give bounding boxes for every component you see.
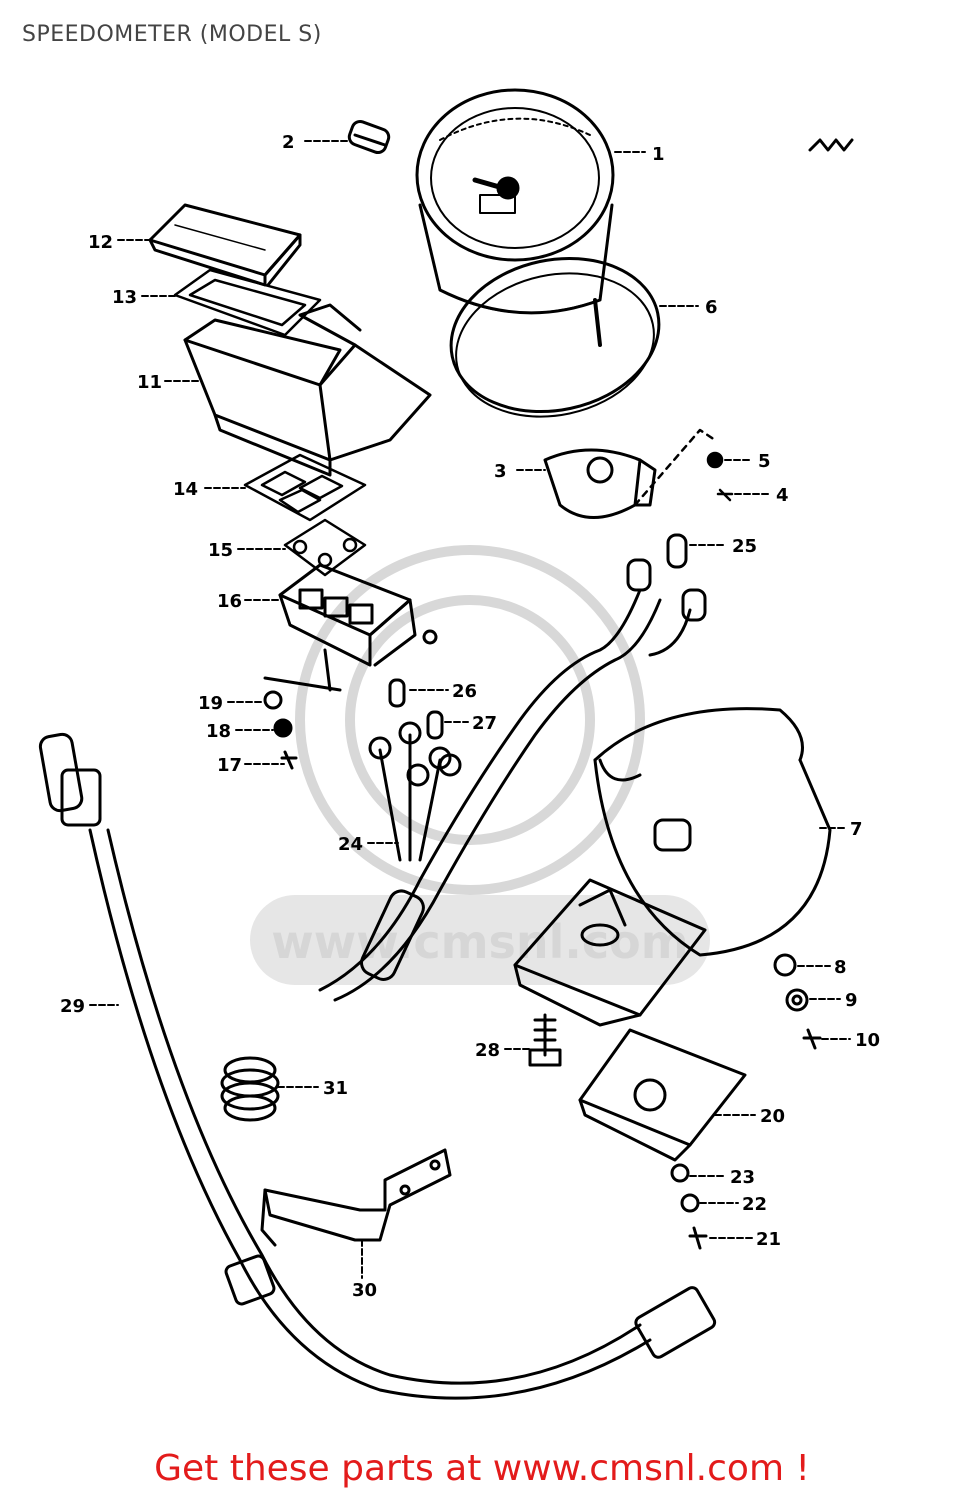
parts-4-5-bolt-washer[interactable]	[633, 428, 734, 507]
callout-25: 25	[732, 536, 757, 557]
part-12-indicator-lens[interactable]	[148, 203, 302, 287]
part-3-speedo-gear[interactable]	[543, 448, 657, 519]
spring-detail	[808, 138, 854, 152]
callout-10: 10	[855, 1030, 880, 1051]
callout-21: 21	[756, 1229, 781, 1250]
callout-19: 19	[198, 693, 223, 714]
part-6-ring[interactable]	[437, 240, 674, 434]
callout-7: 7	[850, 819, 863, 840]
part-29-speedometer-cable[interactable]	[38, 732, 717, 1400]
callout-9: 9	[845, 990, 858, 1011]
part-16-socket-holder[interactable]	[278, 563, 438, 692]
parts-26-27-bulbs[interactable]	[388, 678, 444, 740]
part-13-gasket[interactable]	[173, 268, 322, 337]
part-24-wiring-harness[interactable]	[318, 588, 692, 1002]
parts-8-9-10-nut-washer-bolt[interactable]	[773, 953, 822, 1050]
part-25-bulb[interactable]	[626, 533, 707, 622]
part-20-damper[interactable]	[578, 1028, 747, 1162]
callout-1: 1	[652, 144, 665, 165]
callout-8: 8	[834, 957, 847, 978]
callout-6: 6	[705, 297, 718, 318]
callout-30: 30	[352, 1280, 377, 1301]
callout-22: 22	[742, 1194, 767, 1215]
callout-17: 17	[217, 755, 242, 776]
cmsnl-watermark: www.cmsnl.com	[250, 545, 710, 985]
meter-bracket[interactable]	[513, 878, 707, 1027]
part-28-bolt[interactable]	[528, 1013, 562, 1067]
callout-12: 12	[88, 232, 113, 253]
callout-11: 11	[137, 372, 162, 393]
callout-28: 28	[475, 1040, 500, 1061]
callout-24: 24	[338, 834, 363, 855]
part-7-meter-case[interactable]	[593, 707, 832, 957]
part-1-speedometer[interactable]	[415, 88, 615, 347]
callout-labels: 2 1 6 12 13 11 14 15 16 19 18 17 3 5 4 2…	[60, 132, 880, 1301]
part-11-indicator-housing[interactable]	[183, 303, 432, 477]
callout-23: 23	[730, 1167, 755, 1188]
callout-20: 20	[760, 1106, 785, 1127]
callout-27: 27	[472, 713, 497, 734]
parts-21-22-23-fasteners[interactable]	[670, 1163, 708, 1250]
part-30-stay[interactable]	[260, 1148, 452, 1247]
watermark-text: www.cmsnl.com	[271, 915, 688, 969]
diagram-title: SPEEDOMETER (MODEL S)	[22, 22, 322, 47]
part-31-grommet[interactable]	[220, 1056, 280, 1122]
part-14-gasket[interactable]	[243, 453, 367, 522]
callout-4: 4	[776, 485, 789, 506]
callout-5: 5	[758, 451, 771, 472]
callout-18: 18	[206, 721, 231, 742]
parts-17-18-19-fasteners[interactable]	[263, 676, 342, 770]
callout-26: 26	[452, 681, 477, 702]
callout-16: 16	[217, 591, 242, 612]
callout-15: 15	[208, 540, 233, 561]
callout-3: 3	[494, 461, 507, 482]
callout-leaders	[89, 140, 851, 1279]
part-2-bulb-socket[interactable]	[347, 119, 391, 155]
callout-29: 29	[60, 996, 85, 1017]
callout-14: 14	[173, 479, 198, 500]
callout-13: 13	[112, 287, 137, 308]
part-15-bulb-plate[interactable]	[283, 518, 367, 577]
callout-2: 2	[282, 132, 295, 153]
parts-link-footer[interactable]: Get these parts at www.cmsnl.com !	[154, 1448, 810, 1489]
callout-31: 31	[323, 1078, 348, 1099]
